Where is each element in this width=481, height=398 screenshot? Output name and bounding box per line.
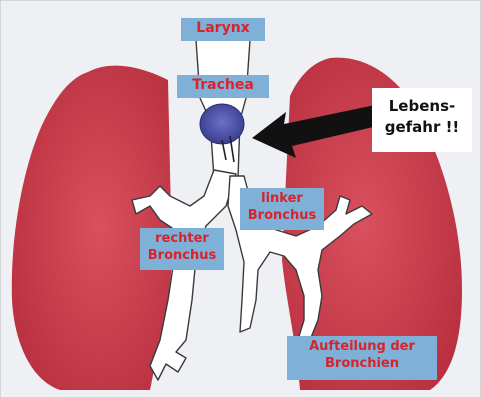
label-larynx-text: Larynx [187, 20, 259, 37]
label-linker-bronchus: linker Bronchus [240, 188, 324, 230]
warning-box: Lebens- gefahr !! [372, 88, 472, 152]
warning-line1: Lebens- [372, 96, 472, 117]
warning-line2: gefahr !! [372, 117, 472, 138]
foreign-body-blockage [200, 104, 244, 144]
label-aufteilung-line1: Aufteilung der [293, 338, 431, 355]
label-linker-line2: Bronchus [246, 207, 318, 224]
label-aufteilung-bronchien: Aufteilung der Bronchien [287, 336, 437, 380]
label-trachea-text: Trachea [183, 77, 263, 94]
label-rechter-bronchus: rechter Bronchus [140, 228, 224, 270]
label-rechter-line2: Bronchus [146, 247, 218, 264]
label-linker-line1: linker [246, 190, 318, 207]
label-rechter-line1: rechter [146, 230, 218, 247]
label-aufteilung-line2: Bronchien [293, 355, 431, 372]
label-larynx: Larynx [181, 18, 265, 41]
label-trachea: Trachea [177, 75, 269, 98]
